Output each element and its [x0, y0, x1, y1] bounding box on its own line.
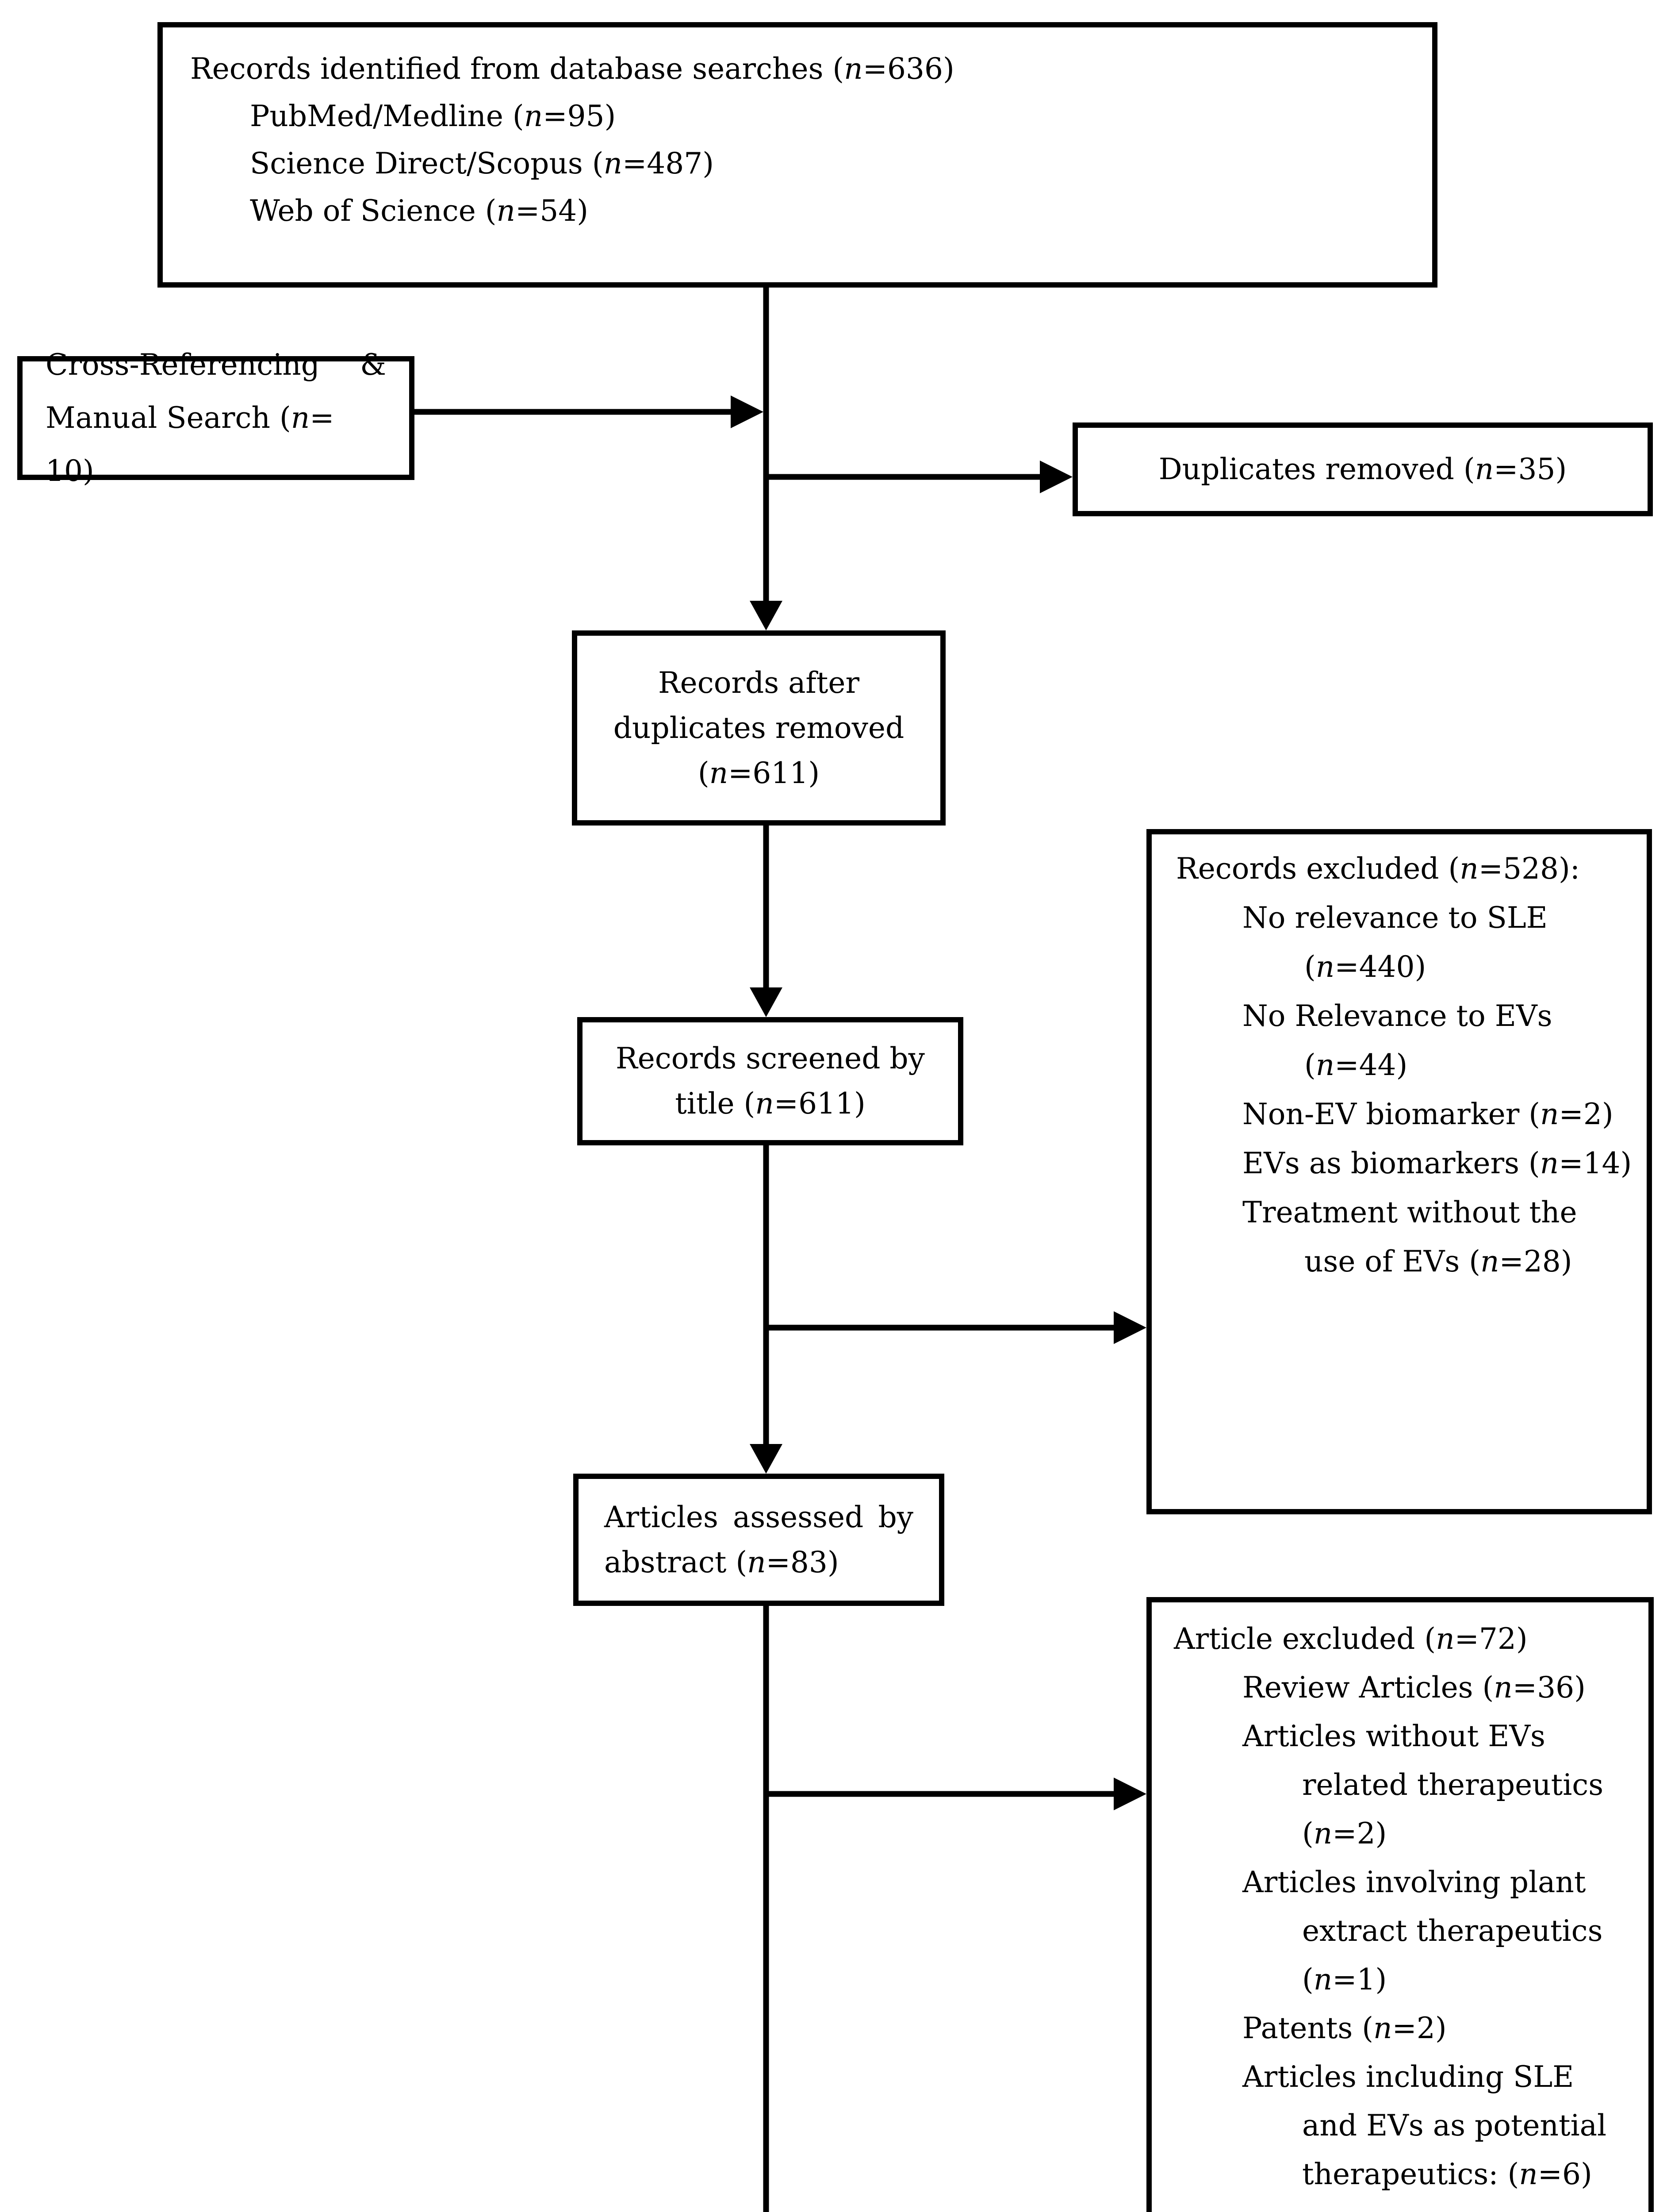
- text-line: (n=611): [698, 756, 820, 790]
- text-line: Treatment without the: [1242, 1195, 1577, 1229]
- box-records-identified: Records identified from database searche…: [157, 22, 1437, 288]
- text-line: extract therapeutics: [1302, 1914, 1603, 1948]
- text-line: EVs as biomarkers (n=14): [1242, 1146, 1632, 1180]
- text-line: related therapeutics: [1302, 1768, 1604, 1802]
- text-line: (n=440): [1304, 950, 1426, 984]
- arrowhead-right-icon: [1114, 1778, 1146, 1810]
- text-line: Patents (n=2): [1242, 2011, 1447, 2045]
- text-line: No Relevance to EVs: [1242, 999, 1552, 1033]
- text-line: Articles assessed by: [604, 1500, 913, 1534]
- arrowhead-right-icon: [731, 396, 763, 428]
- text-line: use of EVs (n=28): [1304, 1244, 1572, 1279]
- text-line: therapeutics: (n=6): [1302, 2157, 1592, 2191]
- text-line: Article excluded (n=72): [1174, 1622, 1528, 1656]
- arrowhead-down-icon: [750, 601, 782, 630]
- box-records-after-duplicates: Records after duplicates removed (n=611): [572, 630, 946, 826]
- arrowhead-down-icon: [750, 1444, 782, 1474]
- box-duplicates-removed: Duplicates removed (n=35): [1073, 422, 1653, 516]
- text-line: Articles involving plant: [1242, 1865, 1586, 1899]
- text-line: Articles including SLE: [1242, 2060, 1574, 2094]
- text-line: Records after: [658, 665, 859, 700]
- text-line: (n=44): [1304, 1048, 1408, 1082]
- text-line: Records screened by: [616, 1041, 925, 1075]
- text-line: No relevance to SLE: [1242, 901, 1548, 935]
- text-line: Science Direct/Scopus (n=487): [250, 146, 714, 180]
- box-article-excluded: Article excluded (n=72) Review Articles (…: [1146, 1597, 1654, 2212]
- arrowhead-down-icon: [750, 987, 782, 1017]
- text-line: Records identified from database searche…: [190, 52, 954, 86]
- arrowhead-right-icon: [1040, 461, 1073, 493]
- text-line: and EVs as potential: [1302, 2108, 1607, 2143]
- text-line: PubMed/Medline (n=95): [250, 99, 616, 133]
- box-records-excluded: Records excluded (n=528): No relevance to…: [1146, 829, 1652, 1514]
- text-line: Cross-Referencing &: [46, 348, 386, 382]
- text-line: Records excluded (n=528):: [1176, 852, 1580, 886]
- text-line: duplicates removed: [613, 710, 904, 745]
- box-cross-referencing: Cross-Referencing & Manual Search (n= 10): [17, 348, 414, 488]
- text-line: Web of Science (n=54): [250, 194, 589, 228]
- text-line: (n=1): [1302, 1962, 1387, 1997]
- box-records-screened-title: Records screened by title (n=611): [577, 1017, 963, 1145]
- text-line: (n=2): [1302, 1816, 1387, 1851]
- arrowhead-right-icon: [1114, 1311, 1146, 1344]
- text-line: Manual Search (n= 10): [46, 401, 334, 488]
- text-line: Duplicates removed (n=35): [1158, 452, 1567, 486]
- text-line: title (n=611): [675, 1087, 866, 1121]
- text-line: abstract (n=83): [604, 1545, 839, 1579]
- text-line: Review Articles (n=36): [1242, 1671, 1586, 1705]
- text-line: Articles without EVs: [1242, 1719, 1545, 1753]
- box-articles-assessed-abstract: Articles assessed by abstract (n=83): [573, 1474, 944, 1606]
- text-line: Non-EV biomarker (n=2): [1242, 1097, 1614, 1131]
